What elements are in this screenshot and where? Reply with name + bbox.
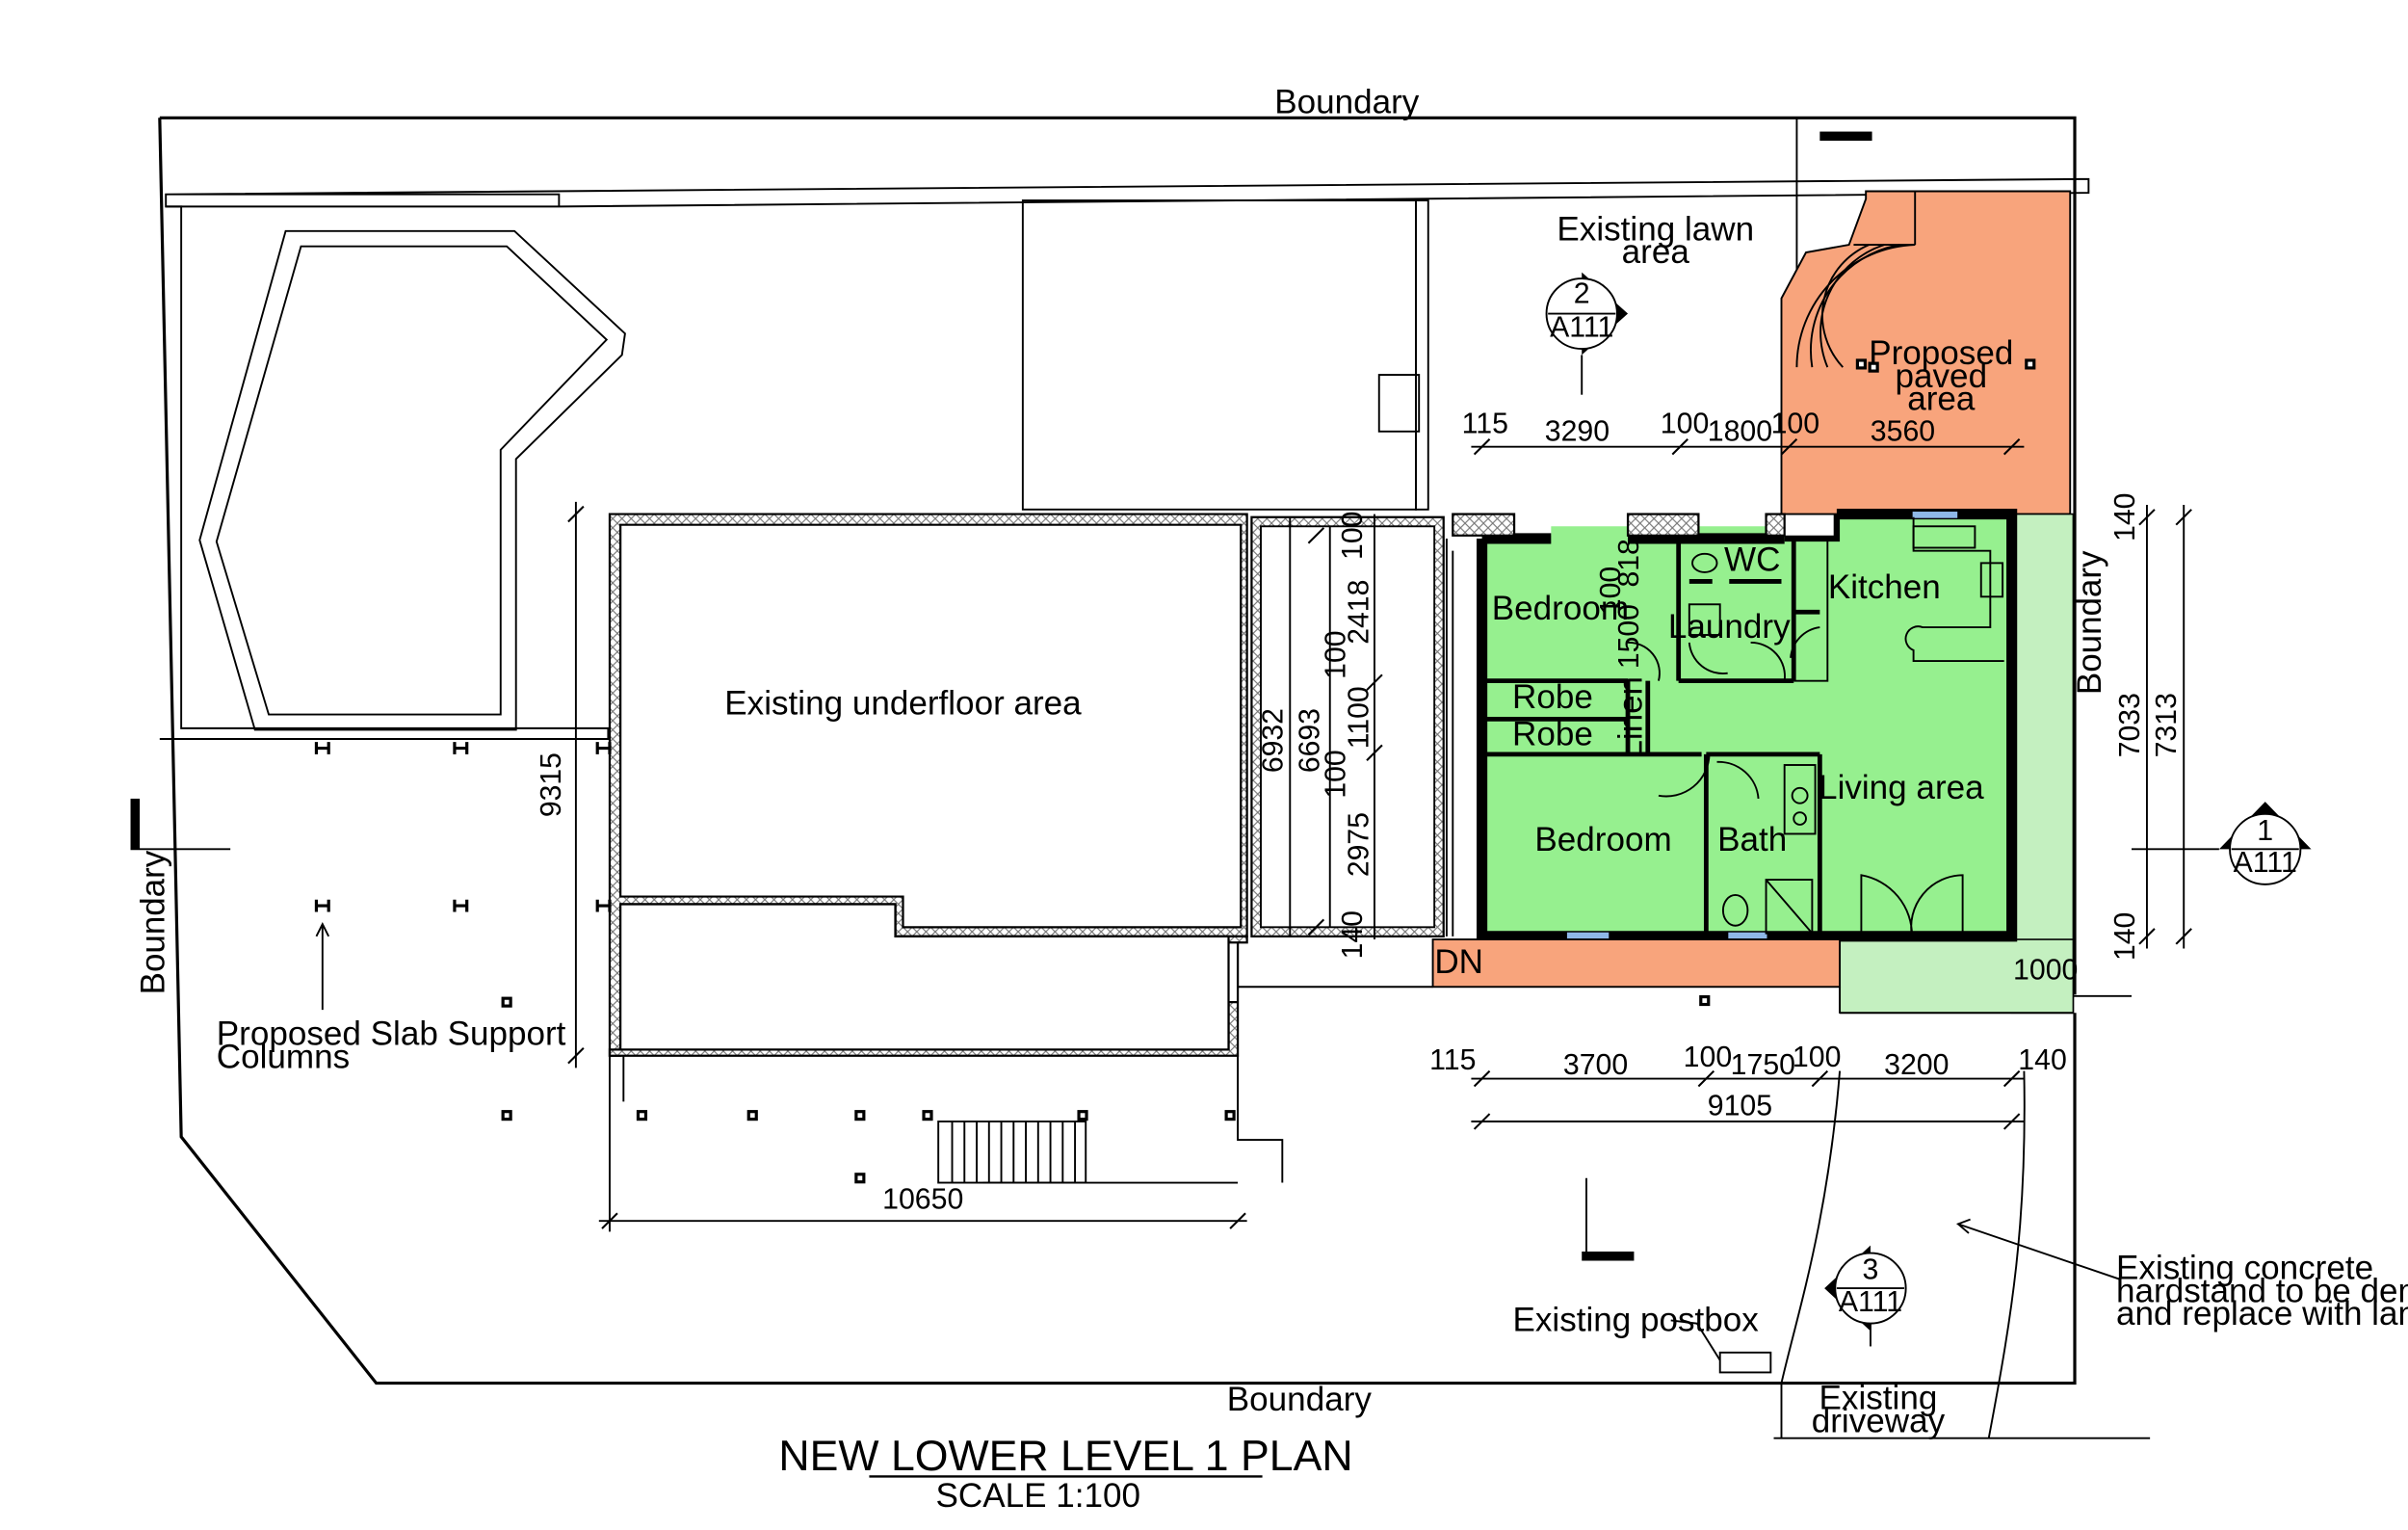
svg-text:7313: 7313: [2151, 693, 2183, 757]
svg-text:A111: A111: [1839, 1286, 1902, 1318]
plan-scale: SCALE 1:100: [936, 1477, 1141, 1515]
underfloor-label: Existing underfloor area: [724, 685, 1082, 723]
area-labels: Existing lawn area Proposed paved area E…: [724, 210, 2013, 1439]
svg-text:100: 100: [1771, 408, 1820, 439]
dimension-lines: [566, 437, 2193, 1232]
site-boundary: [158, 116, 2151, 1439]
svg-text:100: 100: [1661, 408, 1710, 439]
external-stair: [937, 1121, 1087, 1184]
svg-text:3: 3: [1863, 1254, 1879, 1286]
boundary-label-east: Boundary: [2071, 550, 2108, 695]
new-building-footprint: [1481, 514, 2012, 936]
svg-text:1: 1: [2257, 815, 2273, 847]
svg-text:1800: 1800: [1708, 415, 1772, 447]
svg-text:140: 140: [2018, 1044, 2067, 1076]
note-slab-columns-1: Proposed Slab Support: [217, 1016, 566, 1053]
svg-text:100: 100: [1321, 750, 1352, 798]
lawn-label-2: area: [1622, 233, 1690, 271]
landscape-east: [2010, 513, 2075, 1015]
note-labels: Proposed Slab Support Columns Existing c…: [217, 1016, 2408, 1339]
svg-text:10650: 10650: [882, 1184, 963, 1216]
room-linen: Linen: [1611, 676, 1649, 758]
svg-text:6693: 6693: [1295, 708, 1326, 773]
proposed-paved-area: [1780, 190, 2072, 515]
svg-text:100: 100: [1684, 1042, 1733, 1073]
room-wc: WC: [1724, 541, 1780, 578]
room-robe-1: Robe: [1512, 678, 1593, 716]
svg-text:3700: 3700: [1563, 1049, 1628, 1081]
driveway-label-1: Existing: [1819, 1380, 1938, 1417]
room-labels: Bedroom Bedroom WC Laundry Kitchen Robe …: [1434, 541, 1984, 981]
paved-label-2: paved: [1896, 357, 1988, 395]
svg-text:1000: 1000: [2013, 954, 2078, 986]
boundary-label-south: Boundary: [1227, 1381, 1373, 1418]
note-hardstand-3: and replace with landscaping: [2116, 1295, 2408, 1332]
room-bedroom-2: Bedroom: [1534, 821, 1671, 858]
pool-outline: [198, 229, 626, 731]
room-kitchen: Kitchen: [1828, 568, 1941, 606]
lawn-label-1: Existing lawn: [1557, 210, 1754, 248]
svg-text:140: 140: [1337, 910, 1369, 959]
svg-text:3290: 3290: [1545, 415, 1610, 447]
section-marker-1: 1 A111: [2218, 802, 2312, 885]
note-hardstand-1: Existing concrete: [2116, 1250, 2373, 1287]
paved-label-1: Proposed: [1869, 334, 2013, 372]
svg-text:100: 100: [1321, 631, 1352, 679]
svg-text:A111: A111: [2234, 847, 2297, 879]
svg-text:3200: 3200: [1884, 1049, 1949, 1081]
svg-text:9105: 9105: [1708, 1091, 1772, 1122]
plan-title: NEW LOWER LEVEL 1 PLAN: [778, 1433, 1352, 1480]
svg-text:2418: 2418: [1344, 580, 1375, 645]
svg-text:100: 100: [1595, 567, 1627, 615]
note-hardstand-2: hardstand to be demolished: [2116, 1272, 2408, 1309]
svg-text:100: 100: [1337, 512, 1369, 560]
svg-text:6932: 6932: [1257, 708, 1289, 773]
postbox: [1718, 1351, 1772, 1374]
room-bedroom-1: Bedroom: [1492, 590, 1629, 627]
stair-dn-label: DN: [1434, 943, 1483, 981]
section-marker-3: 3 A111: [1824, 1245, 1907, 1332]
svg-text:7033: 7033: [2114, 693, 2146, 757]
boundary-labels: Boundary Boundary Boundary Boundary: [135, 84, 2109, 1419]
svg-text:1500: 1500: [1613, 604, 1645, 669]
svg-text:9315: 9315: [536, 752, 567, 817]
room-robe-2: Robe: [1512, 715, 1593, 752]
svg-text:818: 818: [1613, 539, 1645, 587]
svg-text:115: 115: [1462, 408, 1508, 439]
svg-text:140: 140: [2109, 493, 2141, 541]
section-marker-2: 2 A111: [1545, 272, 1629, 356]
paving-steps: [1795, 191, 1917, 368]
stair-down-area: [1431, 938, 1842, 989]
svg-text:140: 140: [2109, 912, 2141, 961]
existing-structure-outline: [1021, 199, 1417, 511]
svg-text:1750: 1750: [1731, 1049, 1795, 1081]
svg-text:100: 100: [1793, 1042, 1842, 1073]
room-bath: Bath: [1717, 821, 1787, 858]
room-laundry: Laundry: [1668, 608, 1791, 646]
svg-text:115: 115: [1429, 1044, 1476, 1076]
dimension-text: 115 3290 100 1800 100 3560 115 3700 100 …: [536, 408, 2183, 1215]
svg-text:3560: 3560: [1871, 415, 1935, 447]
boundary-label-west: Boundary: [135, 850, 172, 994]
svg-text:2: 2: [1574, 277, 1590, 309]
svg-text:A111: A111: [1550, 311, 1613, 343]
driveway-label-2: driveway: [1812, 1402, 1946, 1439]
new-building-walls: [1477, 509, 2018, 942]
svg-text:1100: 1100: [1344, 686, 1375, 749]
svg-text:2975: 2975: [1344, 812, 1375, 877]
paved-label-3: area: [1907, 381, 1976, 418]
note-postbox: Existing postbox: [1512, 1302, 1759, 1339]
boundary-label-north: Boundary: [1274, 84, 1420, 121]
room-living: Living area: [1819, 769, 1984, 806]
note-slab-columns-2: Columns: [217, 1038, 350, 1075]
existing-underfloor-structure: [608, 513, 1454, 1057]
drawing-title-block: NEW LOWER LEVEL 1 PLAN SCALE 1:100: [778, 1433, 1352, 1515]
